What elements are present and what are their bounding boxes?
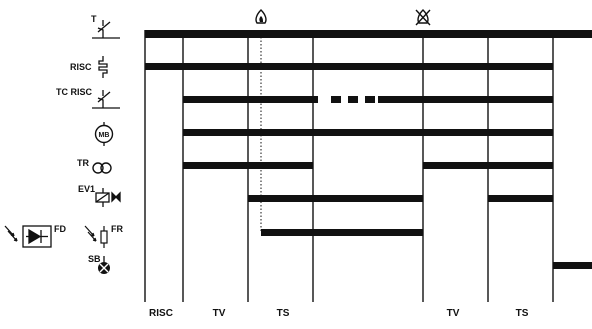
flame-on-icon [255, 9, 267, 24]
timing-bar-TC-RISC-dash [348, 96, 358, 103]
phase-label: RISC [149, 308, 173, 319]
phase-label: TV [447, 308, 460, 319]
photoresistor-icon [84, 225, 108, 248]
component-label: EV1 [78, 184, 95, 194]
component-label: FR [111, 224, 123, 234]
timing-bars [145, 30, 592, 269]
component-label: RISC [70, 62, 92, 72]
phase-label: TS [516, 308, 529, 319]
component-label: SB [88, 254, 101, 264]
timing-bar-TR [423, 162, 553, 169]
component-label: MB [99, 132, 110, 139]
timing-bar-RISC [145, 63, 553, 70]
flame-detector-icon [4, 225, 52, 248]
timing-bar-TC-RISC [378, 96, 553, 103]
heater-resistor-icon [98, 56, 108, 78]
phase-label: TS [277, 308, 290, 319]
timing-bar-TC-RISC-dash [365, 96, 375, 103]
component-label: TC RISC [56, 87, 93, 97]
component-label: TR [77, 158, 89, 168]
timing-bar-T [145, 30, 592, 38]
timing-bar-TR [183, 162, 313, 169]
timing-bar-MB [183, 129, 553, 136]
motor-mb-icon: MB [94, 122, 114, 146]
thermostat-contact-icon [92, 90, 120, 109]
timing-bar-SB [553, 262, 592, 269]
timing-bar-FR [261, 229, 423, 236]
component-label: FD [54, 224, 66, 234]
lockout-lamp-icon [98, 256, 110, 274]
thermostat-contact-icon [92, 20, 120, 39]
timing-bar-EV1 [488, 195, 553, 202]
transformer-coil-icon [92, 162, 112, 174]
phase-label: TV [213, 308, 226, 319]
flame-off-icon [415, 9, 431, 26]
solenoid-valve-icon [95, 188, 121, 207]
timing-bar-EV1 [248, 195, 423, 202]
component-label: T [91, 14, 97, 24]
timing-bar-TC-RISC-dash [331, 96, 341, 103]
timing-bar-TC-RISC [183, 96, 318, 103]
